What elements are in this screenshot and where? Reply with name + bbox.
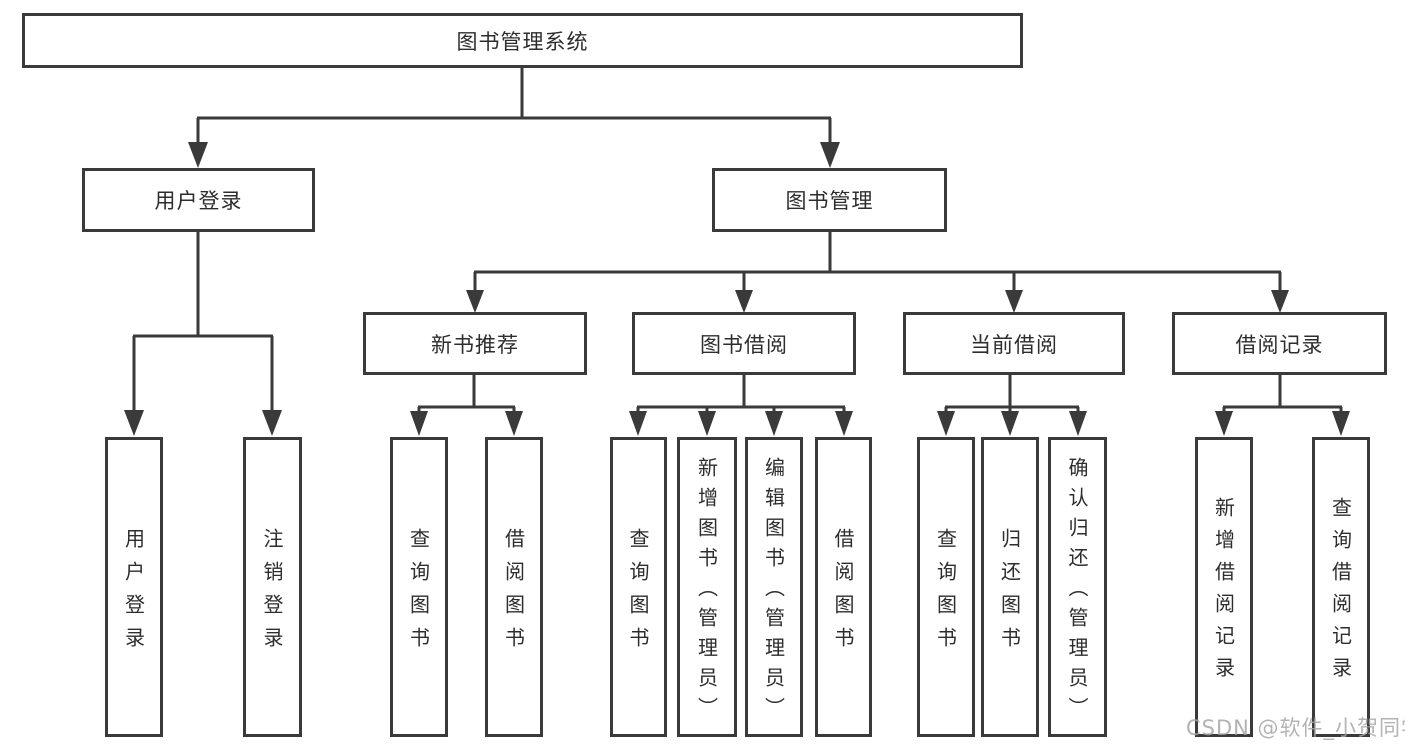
leaf-user-login-label: 用户登录 — [121, 528, 146, 660]
node-root-system-label: 图书管理系统 — [456, 29, 589, 54]
node-borrow-records-label: 借阅记录 — [1235, 332, 1324, 357]
leaf-bb-borrow-books-label: 借阅图书 — [831, 528, 855, 660]
leaf-bb-borrow-books: 借阅图书 — [815, 437, 872, 737]
leaf-br-query-record: 查询借阅记录 — [1312, 437, 1370, 737]
node-root-system: 图书管理系统 — [22, 13, 1023, 68]
csdn-watermark: CSDN @软件_小贺同学 — [1186, 716, 1405, 740]
node-book-borrow: 图书借阅 — [632, 312, 856, 375]
leaf-cb-query-books: 查询图书 — [917, 437, 975, 737]
leaf-cb-return-books: 归还图书 — [981, 437, 1039, 737]
leaf-br-add-record-label: 新增借阅记录 — [1211, 497, 1236, 689]
leaf-bb-query-books: 查询图书 — [610, 437, 667, 737]
leaf-user-login: 用户登录 — [105, 437, 163, 737]
leaf-logout: 注销登录 — [243, 437, 302, 737]
leaf-nb-borrow-books: 借阅图书 — [485, 437, 543, 737]
node-user-login-label: 用户登录 — [154, 189, 243, 213]
node-current-borrow: 当前借阅 — [903, 312, 1125, 375]
leaf-nb-borrow-books-label: 借阅图书 — [501, 528, 526, 660]
node-borrow-records: 借阅记录 — [1172, 312, 1387, 375]
leaf-nb-query-books-label: 查询图书 — [406, 528, 431, 660]
leaf-bb-edit-books-admin: 编辑图书（管理员） — [745, 437, 803, 737]
node-new-book-recommend-label: 新书推荐 — [431, 332, 519, 357]
leaf-nb-query-books: 查询图书 — [390, 437, 448, 737]
leaf-cb-confirm-return-admin: 确认归还（管理员） — [1048, 437, 1107, 737]
leaf-br-query-record-label: 查询借阅记录 — [1328, 497, 1353, 689]
leaf-cb-return-books-label: 归还图书 — [997, 528, 1022, 660]
node-new-book-recommend: 新书推荐 — [363, 312, 587, 375]
node-user-login: 用户登录 — [82, 168, 315, 232]
node-book-management: 图书管理 — [712, 168, 947, 232]
node-book-borrow-label: 图书借阅 — [700, 332, 788, 357]
leaf-bb-add-books-admin-label: 新增图书（管理员） — [694, 457, 719, 727]
leaf-cb-query-books-label: 查询图书 — [933, 528, 958, 660]
node-book-management-label: 图书管理 — [785, 189, 874, 213]
leaf-bb-add-books-admin: 新增图书（管理员） — [677, 437, 737, 737]
leaf-bb-query-books-label: 查询图书 — [626, 528, 650, 660]
leaf-cb-confirm-return-admin-label: 确认归还（管理员） — [1065, 457, 1089, 727]
node-current-borrow-label: 当前借阅 — [970, 332, 1058, 357]
leaf-br-add-record: 新增借阅记录 — [1195, 437, 1253, 737]
leaf-logout-label: 注销登录 — [260, 528, 284, 660]
leaf-bb-edit-books-admin-label: 编辑图书（管理员） — [761, 457, 786, 727]
